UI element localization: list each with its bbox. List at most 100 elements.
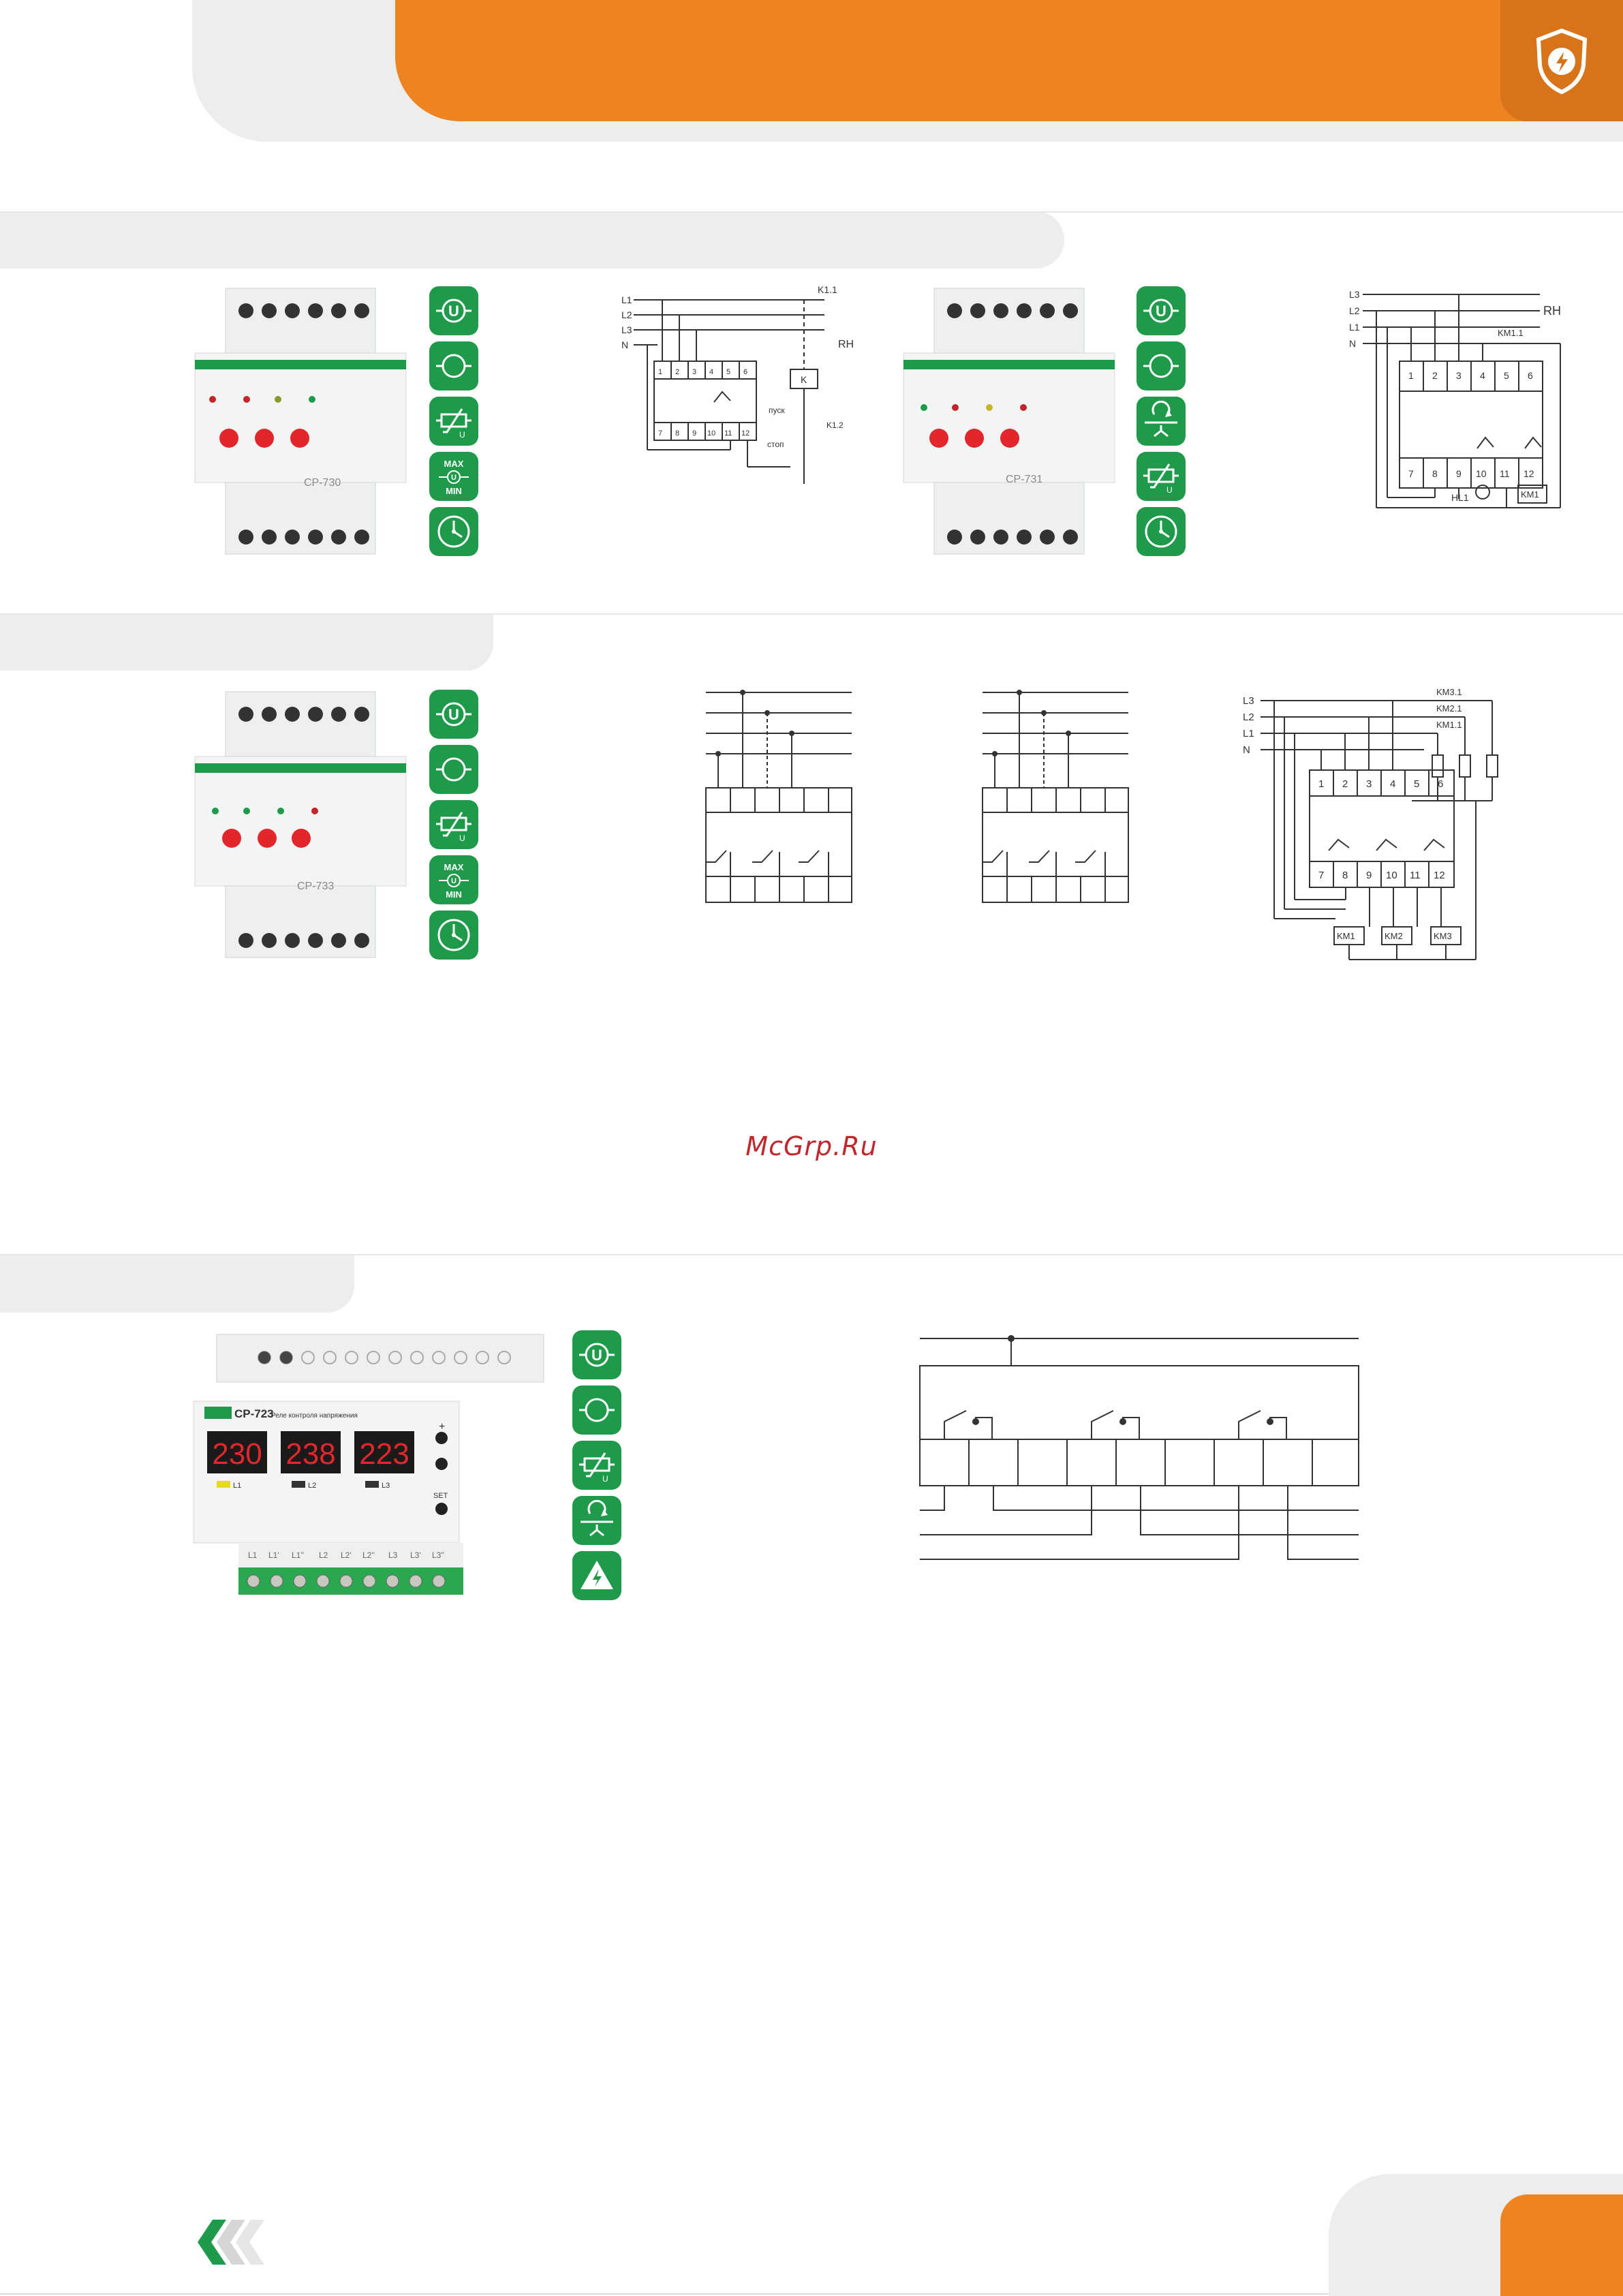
svg-text:+: + <box>439 1421 445 1433</box>
set-button[interactable] <box>435 1503 448 1515</box>
svg-text:L1: L1 <box>233 1482 241 1490</box>
device-cp723-image: CP-723 Реле контроля напряжения 230 238 … <box>193 1334 544 1595</box>
back-chevrons-icon <box>198 2220 264 2265</box>
svg-text:1: 1 <box>658 368 662 376</box>
voltage-icon: U <box>429 690 478 739</box>
svg-text:8: 8 <box>675 429 679 438</box>
svg-text:U: U <box>459 833 465 843</box>
svg-text:L2'': L2'' <box>362 1550 375 1560</box>
svg-text:L1: L1 <box>1349 322 1360 333</box>
svg-text:N: N <box>621 339 628 350</box>
svg-text:L2: L2 <box>308 1482 316 1490</box>
svg-text:MIN: MIN <box>446 889 462 900</box>
device-cp731-image: CP-731 <box>903 288 1115 555</box>
section1-title-bar <box>0 211 1064 269</box>
svg-text:L3: L3 <box>1349 289 1360 300</box>
svg-text:KM3: KM3 <box>1434 931 1452 941</box>
svg-text:U: U <box>591 1347 602 1364</box>
phase-circle-icon <box>429 341 478 391</box>
svg-text:10: 10 <box>1386 870 1397 881</box>
footer-chevrons[interactable] <box>192 2218 267 2269</box>
svg-text:12: 12 <box>1434 870 1445 881</box>
phase-sequence-icon <box>1137 397 1186 446</box>
svg-text:пуск: пуск <box>769 405 785 415</box>
svg-text:10: 10 <box>1476 468 1487 479</box>
lightning-icon <box>572 1551 621 1600</box>
svg-text:L1: L1 <box>1243 728 1254 739</box>
svg-text:U: U <box>451 474 457 482</box>
svg-text:6: 6 <box>1528 370 1533 381</box>
svg-text:L3: L3 <box>1243 695 1254 707</box>
footer-line <box>0 2293 1623 2295</box>
svg-text:L1': L1' <box>268 1550 279 1560</box>
varistor-icon: U <box>1137 452 1186 501</box>
phase-circle-icon <box>572 1386 621 1435</box>
device-cp730-image: CP-730 <box>194 288 407 555</box>
svg-text:L2': L2' <box>341 1550 352 1560</box>
svg-text:L3: L3 <box>382 1482 390 1490</box>
svg-text:KM1.1: KM1.1 <box>1498 328 1524 338</box>
svg-text:7: 7 <box>1408 468 1414 479</box>
svg-text:9: 9 <box>692 429 696 438</box>
svg-text:2: 2 <box>1342 778 1348 790</box>
varistor-icon: U <box>572 1441 621 1490</box>
svg-text:U: U <box>1166 485 1173 495</box>
minus-button[interactable] <box>435 1458 448 1470</box>
phase-circle-icon <box>1137 341 1186 391</box>
timer-icon <box>429 910 478 960</box>
varistor-icon: U <box>429 800 478 849</box>
svg-text:4: 4 <box>1390 778 1395 790</box>
svg-text:7: 7 <box>1318 870 1324 881</box>
svg-text:3: 3 <box>692 368 696 376</box>
svg-text:K1.2: K1.2 <box>826 420 844 430</box>
terminal-diagram-a <box>695 682 859 917</box>
phase-circle-icon <box>429 745 478 794</box>
svg-text:11: 11 <box>1500 468 1510 479</box>
svg-text:U: U <box>451 877 457 885</box>
shield-lightning-icon <box>1536 28 1588 95</box>
device-cp730-model: CP-730 <box>304 477 341 489</box>
svg-text:L2: L2 <box>621 309 632 320</box>
svg-text:стоп: стоп <box>767 440 784 449</box>
svg-text:L3: L3 <box>621 324 632 335</box>
device-cp723-model: CP-723 <box>234 1407 274 1420</box>
svg-text:KM1: KM1 <box>1521 489 1539 500</box>
svg-text:9: 9 <box>1456 468 1462 479</box>
svg-text:MAX: MAX <box>444 459 464 469</box>
footer-orange-tab <box>1500 2194 1623 2296</box>
svg-text:RН: RН <box>1543 304 1561 318</box>
svg-text:8: 8 <box>1342 870 1348 881</box>
svg-text:4: 4 <box>1480 370 1485 381</box>
feature-icons-cp731: U U <box>1137 286 1186 562</box>
svg-text:10: 10 <box>707 429 715 438</box>
section1-divider <box>0 211 1623 213</box>
device-cp733-model: CP-733 <box>297 881 334 892</box>
section2-title-bar <box>0 615 493 671</box>
svg-text:6: 6 <box>743 368 747 376</box>
svg-text:9: 9 <box>1366 870 1372 881</box>
svg-text:8: 8 <box>1432 468 1438 479</box>
varistor-icon: U <box>429 397 478 446</box>
plus-button[interactable] <box>435 1432 448 1444</box>
display-l1: 230 <box>212 1437 262 1471</box>
device-cp733-image: CP-733 <box>194 691 407 958</box>
device-cp723-subtitle: Реле контроля напряжения <box>271 1412 358 1420</box>
svg-text:KM2: KM2 <box>1385 931 1403 941</box>
svg-text:1: 1 <box>1318 778 1324 790</box>
svg-text:7: 7 <box>658 429 662 438</box>
svg-text:3: 3 <box>1456 370 1462 381</box>
svg-text:U: U <box>1156 303 1166 320</box>
svg-text:N: N <box>1243 744 1250 756</box>
svg-text:KM1: KM1 <box>1337 931 1355 941</box>
svg-text:U: U <box>448 706 459 723</box>
watermark-text[interactable]: McGrp.Ru <box>745 1131 878 1161</box>
svg-text:K: K <box>801 374 807 385</box>
device-cp731-model: CP-731 <box>1006 474 1042 485</box>
device-cp731: CP-731 <box>897 285 1122 561</box>
svg-text:L2: L2 <box>1349 305 1360 316</box>
phase-sequence-icon <box>572 1496 621 1545</box>
